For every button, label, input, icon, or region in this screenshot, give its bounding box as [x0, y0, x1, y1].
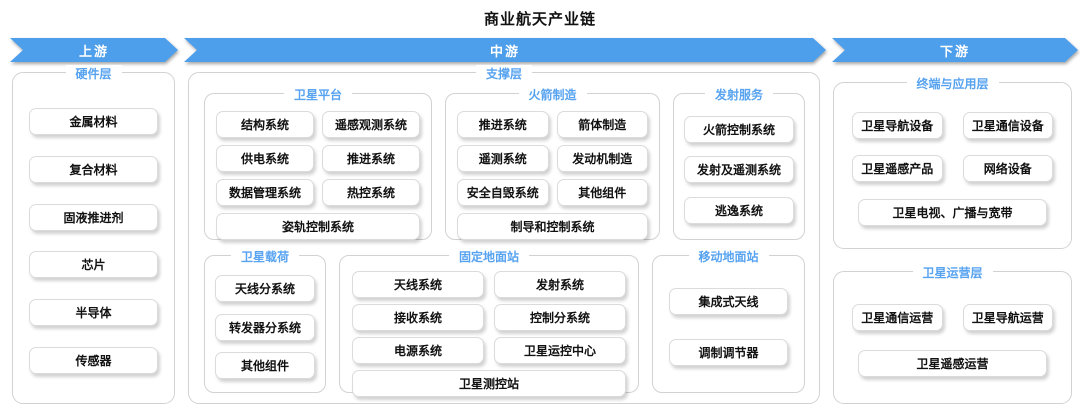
list-item: 复合材料 [29, 155, 158, 183]
list-item: 固液推进剂 [29, 203, 158, 231]
list-item: 推进系统 [457, 111, 549, 138]
downstream-arrow: 下游 [832, 38, 1078, 62]
list-item: 遥测系统 [457, 145, 549, 172]
hardware-layer-panel: 硬件层 金属材料 复合材料 固液推进剂 芯片 半导体 传感器 [12, 65, 175, 404]
stage-arrow-row: 上游 中游 下游 [10, 38, 1078, 62]
list-item: 卫星通信设备 [962, 111, 1053, 139]
rocket-manufacturing-panel: 火箭制造 推进系统 箭体制造 遥测系统 发动机制造 安全自毁系统 其他组件 制导… [445, 86, 660, 240]
list-item: 天线分系统 [215, 275, 315, 303]
terminal-row: 卫星电视、广播与宽带 [852, 198, 1053, 226]
list-item: 接收系统 [352, 304, 484, 331]
list-item: 热控系统 [322, 179, 420, 206]
list-item: 电源系统 [352, 337, 484, 364]
launch-services-panel: 发射服务 火箭控制系统 发射及遥测系统 逃逸系统 [673, 86, 805, 240]
list-item: 供电系统 [216, 145, 314, 172]
fixed-ground-station-title: 固定地面站 [448, 248, 530, 265]
list-item: 推进系统 [322, 145, 420, 172]
page-title: 商业航天产业链 [483, 11, 596, 28]
operation-row: 卫星通信运营 卫星导航运营 [852, 303, 1053, 331]
list-item: 芯片 [29, 251, 158, 279]
list-item: 遥感观测系统 [322, 111, 420, 138]
fixed-ground-station-panel: 固定地面站 天线系统 发射系统 接收系统 控制分系统 电源系统 卫星运控中心 卫… [339, 248, 639, 397]
operation-row: 卫星遥感运营 [852, 350, 1053, 378]
upstream-arrow: 上游 [10, 38, 178, 62]
upstream-arrow-banner: 上游 [10, 38, 178, 62]
support-layer-title: 支撑层 [475, 65, 533, 82]
list-item: 其他组件 [556, 179, 648, 206]
list-item: 卫星导航设备 [852, 111, 943, 139]
support-layer-row-2: 卫星载荷 天线分系统 转发器分系统 其他组件 固定地面站 天线系统 发射系统 接… [204, 248, 805, 397]
chain-content: 硬件层 金属材料 复合材料 固液推进剂 芯片 半导体 传感器 支撑层 卫星平台 … [12, 65, 1072, 404]
support-layer-row-1: 卫星平台 结构系统 遥感观测系统 供电系统 推进系统 数据管理系统 热控系统 姿… [204, 86, 805, 240]
list-item: 调制调节器 [669, 339, 788, 366]
list-item: 发动机制造 [556, 145, 648, 172]
list-item: 半导体 [29, 299, 158, 327]
satellite-payload-title: 卫星载荷 [230, 248, 300, 265]
list-item: 姿轨控制系统 [216, 213, 420, 240]
midstream-arrow: 中游 [184, 38, 826, 62]
satellite-operation-layer-title: 卫星运营层 [912, 264, 993, 281]
list-item: 卫星通信运营 [852, 303, 943, 331]
list-item: 卫星导航运营 [962, 303, 1053, 331]
list-item: 集成式天线 [669, 288, 788, 315]
list-item: 卫星电视、广播与宽带 [858, 198, 1047, 226]
list-item: 金属材料 [29, 107, 158, 135]
list-item: 逃逸系统 [684, 196, 794, 224]
list-item: 数据管理系统 [216, 179, 314, 206]
list-item: 箭体制造 [556, 111, 648, 138]
terminal-application-layer-panel: 终端与应用层 卫星导航设备 卫星通信设备 卫星遥感产品 网络设备 卫星电视、广播… [833, 75, 1072, 249]
list-item: 发射及遥测系统 [684, 156, 794, 183]
launch-services-title: 发射服务 [704, 86, 774, 103]
midstream-arrow-banner: 中游 [184, 38, 826, 62]
list-item: 网络设备 [962, 155, 1053, 182]
rocket-manufacturing-title: 火箭制造 [518, 86, 587, 103]
list-item: 发射系统 [494, 271, 626, 298]
downstream-column: 终端与应用层 卫星导航设备 卫星通信设备 卫星遥感产品 网络设备 卫星电视、广播… [833, 72, 1072, 404]
support-layer-panel: 支撑层 卫星平台 结构系统 遥感观测系统 供电系统 推进系统 数据管理系统 热控… [188, 65, 820, 404]
list-item: 天线系统 [352, 271, 484, 298]
list-item: 卫星运控中心 [494, 337, 626, 364]
mobile-ground-station-title: 移动地面站 [688, 248, 769, 265]
mobile-ground-station-panel: 移动地面站 集成式天线 调制调节器 [652, 248, 805, 393]
satellite-operation-layer-panel: 卫星运营层 卫星通信运营 卫星导航运营 卫星遥感运营 [833, 264, 1072, 404]
terminal-application-layer-title: 终端与应用层 [906, 75, 999, 92]
midstream-column: 支撑层 卫星平台 结构系统 遥感观测系统 供电系统 推进系统 数据管理系统 热控… [188, 65, 820, 404]
list-item: 制导和控制系统 [457, 213, 648, 240]
satellite-platform-panel: 卫星平台 结构系统 遥感观测系统 供电系统 推进系统 数据管理系统 热控系统 姿… [204, 86, 432, 240]
satellite-payload-panel: 卫星载荷 天线分系统 转发器分系统 其他组件 [204, 248, 326, 393]
downstream-arrow-banner: 下游 [832, 38, 1078, 62]
list-item: 控制分系统 [494, 304, 626, 331]
hardware-layer-title: 硬件层 [65, 65, 122, 82]
list-item: 卫星测控站 [352, 370, 626, 397]
list-item: 结构系统 [216, 111, 314, 138]
satellite-platform-title: 卫星平台 [283, 86, 353, 103]
list-item: 卫星遥感产品 [852, 155, 943, 182]
list-item: 安全自毁系统 [457, 179, 549, 206]
terminal-row: 卫星遥感产品 网络设备 [852, 155, 1053, 182]
list-item: 转发器分系统 [215, 313, 315, 341]
upstream-column: 硬件层 金属材料 复合材料 固液推进剂 芯片 半导体 传感器 [12, 65, 175, 404]
list-item: 传感器 [29, 347, 158, 375]
list-item: 卫星遥感运营 [858, 350, 1047, 378]
list-item: 火箭控制系统 [684, 115, 794, 143]
terminal-row: 卫星导航设备 卫星通信设备 [852, 111, 1053, 139]
list-item: 其他组件 [215, 351, 315, 379]
